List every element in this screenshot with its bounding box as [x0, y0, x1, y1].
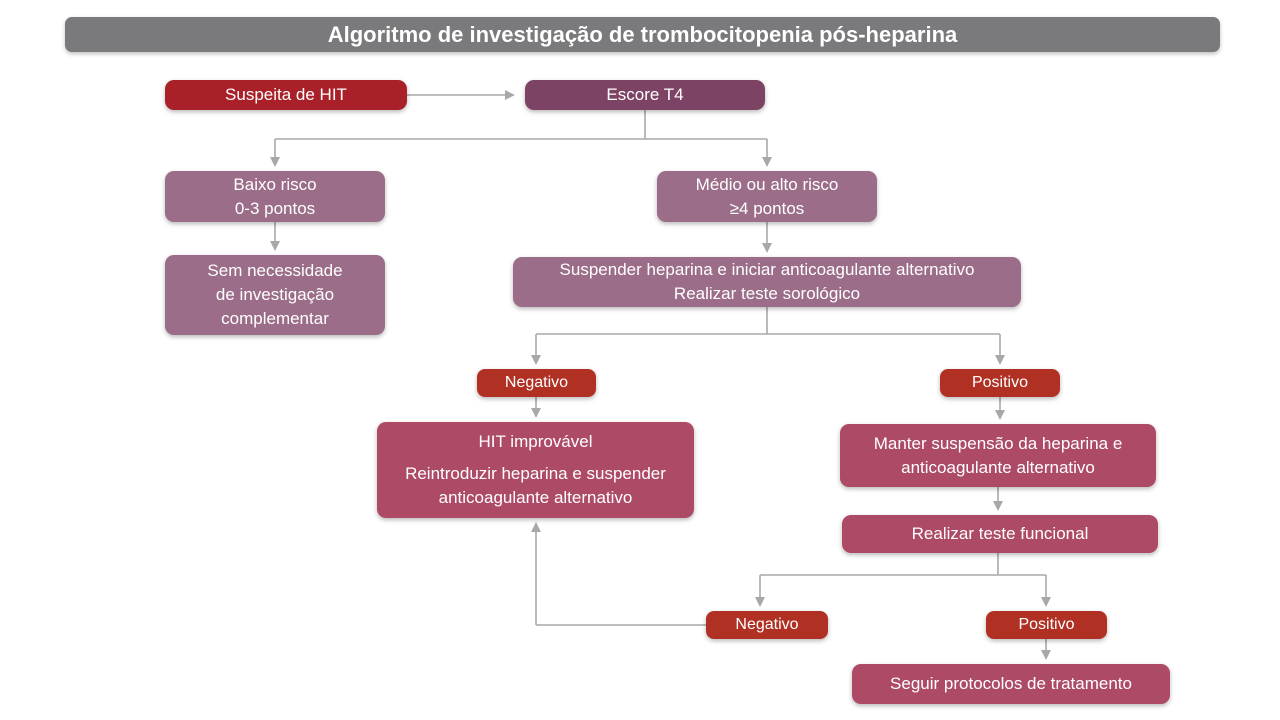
node-line: Médio ou alto risco [695, 174, 839, 194]
node-line: Realizar teste sorológico [673, 284, 861, 303]
node-label: Positivo [971, 374, 1029, 391]
node-manter-suspensao: Manter suspensão da heparina e anticoagu… [840, 424, 1156, 487]
node-suspender-heparina: Suspender heparina e iniciar anticoagula… [513, 257, 1021, 307]
connector-sorologico-split [536, 307, 1000, 335]
node-medio-alto-risco: Médio ou alto risco ≥4 pontos [657, 171, 877, 222]
node-line: de investigação [215, 285, 335, 304]
node-line: HIT improvável [478, 432, 593, 451]
node-line: 0-3 pontos [234, 198, 316, 218]
node-label: Manter suspensão da heparina e anticoagu… [873, 433, 1123, 477]
node-line: Sem necessidade [207, 261, 343, 280]
page-title-text: Algoritmo de investigação de trombocitop… [327, 21, 958, 47]
node-label: Seguir protocolos de tratamento [890, 674, 1132, 693]
node-line: Reintroduzir heparina e suspender antico… [405, 464, 666, 507]
node-suspeita-de-hit: Suspeita de HIT [165, 80, 407, 110]
connector-funcional-split [760, 553, 1046, 576]
page-title: Algoritmo de investigação de trombocitop… [65, 17, 1220, 52]
node-label: Suspeita de HIT [225, 85, 347, 104]
node-seguir-protocolos: Seguir protocolos de tratamento [852, 664, 1170, 704]
node-label: Realizar teste funcional [911, 524, 1089, 543]
connector-escore-split [275, 110, 767, 140]
node-label: Negativo [504, 374, 569, 391]
node-hit-improvavel: HIT improvável Reintroduzir heparina e s… [377, 422, 694, 518]
node-line: complementar [221, 309, 329, 328]
node-line: Suspender heparina e iniciar anticoagula… [559, 260, 975, 279]
node-baixo-risco: Baixo risco 0-3 pontos [165, 171, 385, 222]
node-line: ≥4 pontos [729, 198, 805, 218]
node-negativo-sorologico: Negativo [477, 369, 596, 397]
node-line: Baixo risco [233, 174, 317, 194]
node-teste-funcional: Realizar teste funcional [842, 515, 1158, 553]
node-escore-t4: Escore T4 [525, 80, 765, 110]
node-positivo-funcional: Positivo [986, 611, 1107, 639]
node-label: Positivo [1018, 616, 1075, 633]
node-negativo-funcional: Negativo [706, 611, 828, 639]
node-label: Escore T4 [606, 85, 684, 104]
node-sem-necessidade: Sem necessidade de investigação compleme… [165, 255, 385, 335]
node-label: Negativo [735, 616, 799, 633]
node-positivo-sorologico: Positivo [940, 369, 1060, 397]
